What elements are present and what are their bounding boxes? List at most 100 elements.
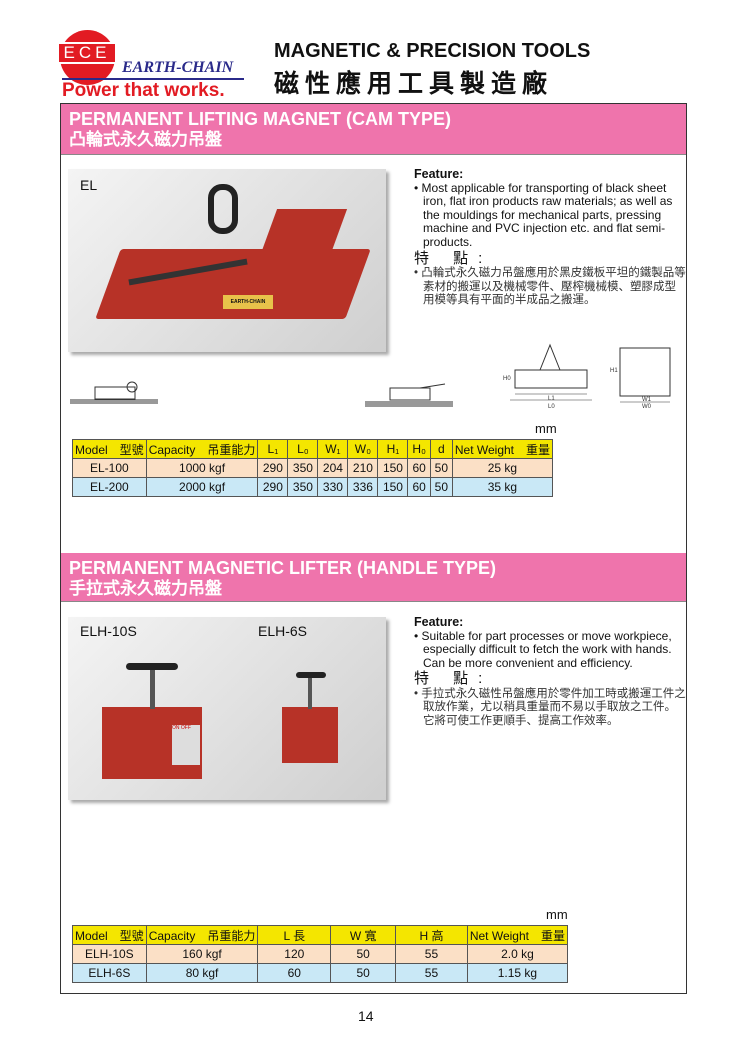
- dim-label: H1: [610, 368, 618, 374]
- product-photo-elh: ELH-10S ELH-6S ON OFF: [68, 617, 386, 800]
- section2-title-en: PERMANENT MAGNETIC LIFTER (HANDLE TYPE): [69, 558, 496, 578]
- dimension-drawing: [510, 343, 671, 403]
- feature-text-zh: • 凸輪式永久磁力吊盤應用於黑皮鐵板平坦的鐵製品等素材的搬運以及機械零件、壓榨機…: [414, 267, 686, 307]
- column-header: Model 型號: [72, 439, 147, 459]
- column-header: Capacity 吊重能力: [145, 925, 259, 945]
- section2-title-zh: 手拉式永久磁力吊盤: [69, 579, 222, 598]
- column-header: d: [429, 439, 453, 459]
- table-cell: 290: [257, 458, 289, 478]
- feature-label-zh: 特 點:: [414, 670, 493, 688]
- table-cell: 150: [377, 477, 409, 497]
- table-cell: 55: [395, 963, 468, 983]
- column-header: Model 型號: [72, 925, 147, 945]
- table-cell: 330: [317, 477, 349, 497]
- table-cell: 2.0 kg: [466, 944, 569, 964]
- table-cell: ELH-6S: [72, 963, 147, 983]
- page-number: 14: [358, 1008, 374, 1024]
- logo-text: ECE: [57, 42, 117, 64]
- table-cell: EL-200: [72, 477, 147, 497]
- switch-plate: ON OFF: [172, 725, 200, 765]
- column-header: Net Weight 重量: [451, 439, 554, 459]
- column-header: W 寬: [330, 925, 397, 945]
- handle-stem: [150, 667, 155, 709]
- operation-diagram-1: [70, 381, 158, 404]
- unit-label: mm: [546, 907, 568, 922]
- table-cell: 50: [429, 477, 453, 497]
- catalog-title-zh: 磁性應用工具製造廠: [274, 70, 554, 98]
- magnet-base-small: [282, 707, 338, 763]
- table-cell: 80 kgf: [145, 963, 259, 983]
- content-frame: [60, 103, 687, 994]
- table-cell: 350: [287, 477, 319, 497]
- handle-stem: [308, 675, 312, 709]
- table-cell: ELH-10S: [72, 944, 147, 964]
- column-header: Net Weight 重量: [466, 925, 569, 945]
- table-cell: 60: [407, 458, 431, 478]
- operation-diagram-2: [365, 383, 453, 407]
- table-cell: 160 kgf: [145, 944, 259, 964]
- table-cell: 350: [287, 458, 319, 478]
- photo-label: ELH-6S: [258, 623, 308, 639]
- column-header: H₀: [407, 439, 431, 459]
- feature-text-en: • Most applicable for transporting of bl…: [414, 180, 673, 249]
- section1-title-en: PERMANENT LIFTING MAGNET (CAM TYPE): [69, 109, 451, 129]
- column-header: Capacity 吊重能力: [145, 439, 259, 459]
- section1-title-zh: 凸輪式永久磁力吊盤: [69, 130, 222, 149]
- product-photo-el: EL EARTH-CHAIN: [68, 169, 386, 352]
- nameplate: EARTH-CHAIN: [223, 295, 273, 309]
- column-header: H₁: [377, 439, 409, 459]
- table-cell: 50: [330, 944, 397, 964]
- t-handle: [296, 672, 326, 678]
- section2-features: Feature: • Suitable for part processes o…: [414, 615, 686, 728]
- table-cell: 2000 kgf: [145, 477, 259, 497]
- table-cell: 204: [317, 458, 349, 478]
- section1-header: PERMANENT LIFTING MAGNET (CAM TYPE) 凸輪式永…: [61, 104, 686, 155]
- column-header: L 長: [257, 925, 332, 945]
- column-header: L₀: [287, 439, 319, 459]
- tagline: Power that works.: [62, 80, 225, 101]
- table-cell: 1.15 kg: [466, 963, 569, 983]
- dim-label: H0: [503, 376, 511, 382]
- table-cell: 120: [257, 944, 332, 964]
- table-cell: 336: [347, 477, 379, 497]
- divider: [62, 78, 244, 80]
- table-cell: 210: [347, 458, 379, 478]
- t-handle: [126, 663, 178, 670]
- dim-label: W0: [642, 404, 651, 410]
- feature-text-en: • Suitable for part processes or move wo…: [414, 628, 672, 670]
- dim-label: L0: [548, 404, 555, 410]
- photo-label: ELH-10S: [80, 623, 137, 639]
- dim-label: L1: [548, 396, 555, 402]
- column-header: L₁: [257, 439, 289, 459]
- table-cell: 35 kg: [451, 477, 554, 497]
- table-cell: 25 kg: [451, 458, 554, 478]
- table-cell: 60: [257, 963, 332, 983]
- catalog-title-en: MAGNETIC & PRECISION TOOLS: [274, 40, 591, 62]
- column-header: W₀: [347, 439, 379, 459]
- feature-label: Feature:: [414, 167, 464, 181]
- feature-text-zh: • 手拉式永久磁性吊盤應用於零件加工時或搬運工件之取放作業，尤以稍具重量而不易以…: [414, 687, 686, 727]
- photo-label: EL: [80, 177, 98, 193]
- column-header: H 高: [395, 925, 468, 945]
- brand-name: EARTH-CHAIN: [122, 59, 234, 76]
- table-cell: 55: [395, 944, 468, 964]
- section1-features: Feature: • Most applicable for transport…: [414, 167, 686, 308]
- unit-label: mm: [535, 421, 557, 436]
- table-cell: 150: [377, 458, 409, 478]
- table-cell: 50: [330, 963, 397, 983]
- lifting-shackle: [208, 184, 238, 234]
- table-cell: 1000 kgf: [145, 458, 259, 478]
- dim-label: W1: [642, 397, 651, 403]
- table-cell: 50: [429, 458, 453, 478]
- table-cell: 60: [407, 477, 431, 497]
- table-cell: 290: [257, 477, 289, 497]
- table-cell: EL-100: [72, 458, 147, 478]
- feature-label: Feature:: [414, 615, 464, 629]
